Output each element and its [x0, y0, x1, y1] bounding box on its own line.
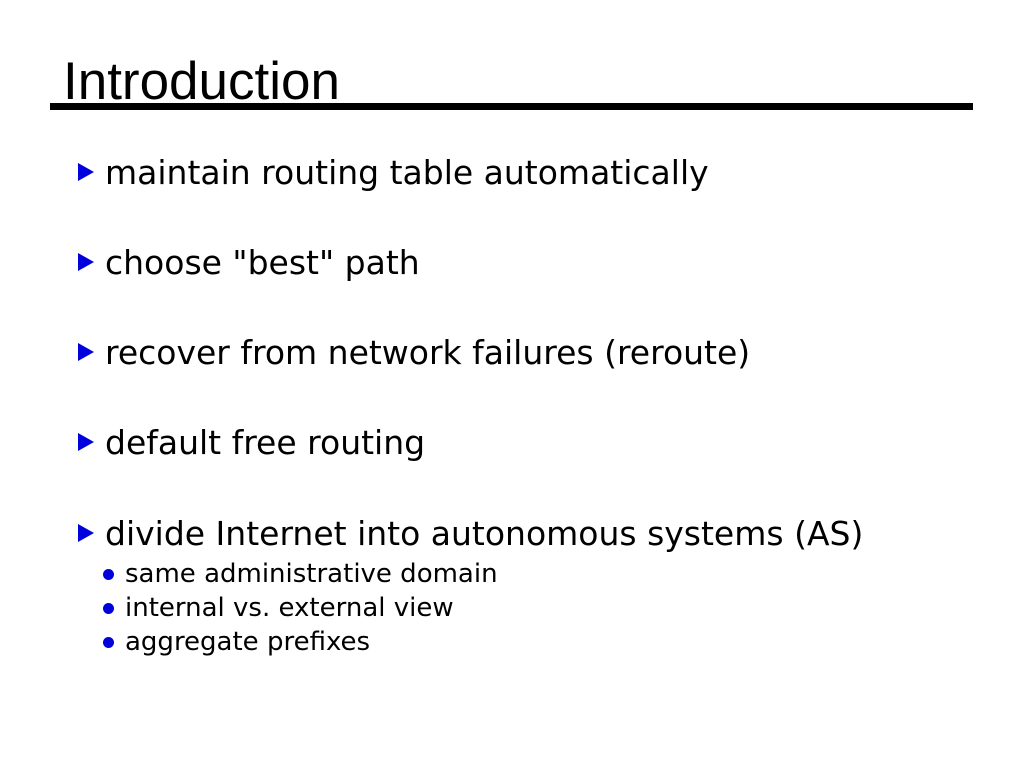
sub-bullet-text: aggregate prefixes — [125, 627, 371, 657]
triangle-bullet-icon — [78, 343, 94, 361]
bullet-item: divide Internet into autonomous systems … — [78, 513, 863, 553]
sub-bullet-item: internal vs. external view — [103, 592, 454, 624]
bullet-item: recover from network failures (reroute) — [78, 332, 750, 372]
sub-bullet-text: internal vs. external view — [125, 593, 454, 623]
bullet-text: divide Internet into autonomous systems … — [105, 513, 864, 553]
triangle-bullet-icon — [78, 433, 94, 451]
bullet-item: maintain routing table automatically — [78, 152, 709, 192]
triangle-bullet-icon — [78, 253, 94, 271]
bullet-text: recover from network failures (reroute) — [105, 332, 751, 372]
bullet-text: choose "best" path — [105, 242, 420, 282]
triangle-bullet-icon — [78, 524, 94, 542]
title-underline-rule — [50, 103, 973, 110]
bullet-text: default free routing — [105, 422, 426, 462]
bullet-item: default free routing — [78, 422, 425, 462]
dot-bullet-icon — [103, 602, 114, 614]
slide-title: Introduction — [63, 52, 340, 111]
dot-bullet-icon — [103, 636, 114, 648]
sub-bullet-text: same administrative domain — [125, 559, 498, 589]
dot-bullet-icon — [103, 568, 114, 580]
bullet-item: choose "best" path — [78, 242, 420, 282]
triangle-bullet-icon — [78, 163, 94, 181]
bullet-text: maintain routing table automatically — [105, 152, 709, 192]
sub-bullet-item: aggregate prefixes — [103, 626, 370, 658]
sub-bullet-item: same administrative domain — [103, 558, 498, 590]
